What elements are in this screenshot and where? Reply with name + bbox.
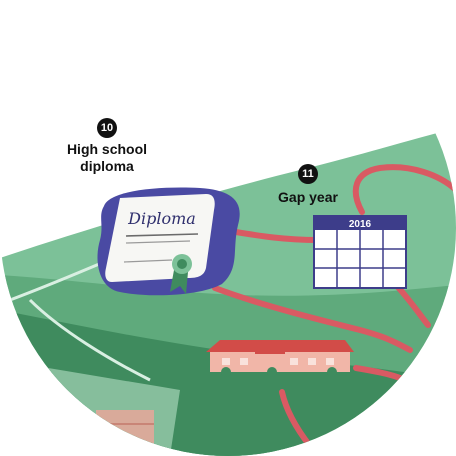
milestone-11-label: Gap year xyxy=(278,189,338,205)
milestone-10-line-1: High school xyxy=(66,141,148,157)
diploma-seal-icon xyxy=(170,254,192,294)
milestone-10-line-2: diploma xyxy=(80,158,134,174)
school-building xyxy=(206,340,354,377)
road-down-center xyxy=(212,285,413,353)
milestone-10-label: High school diploma xyxy=(52,141,162,175)
milestone-11-marker: 11 xyxy=(298,164,318,184)
footpath xyxy=(9,260,105,302)
calendar-year: 2016 xyxy=(349,219,372,230)
road-bottom xyxy=(279,389,313,449)
milestone-10-marker: 10 xyxy=(97,118,117,138)
diploma-title: Diploma xyxy=(127,209,196,228)
road-upper-right xyxy=(352,164,456,215)
milestone-11-number: 11 xyxy=(302,168,314,180)
footpath-lower xyxy=(28,298,151,382)
calendar-icon xyxy=(313,215,407,289)
road-to-diploma xyxy=(233,229,321,243)
diploma-certificate xyxy=(105,194,215,294)
milestone-10-number: 10 xyxy=(100,122,114,134)
distant-building xyxy=(96,410,154,444)
